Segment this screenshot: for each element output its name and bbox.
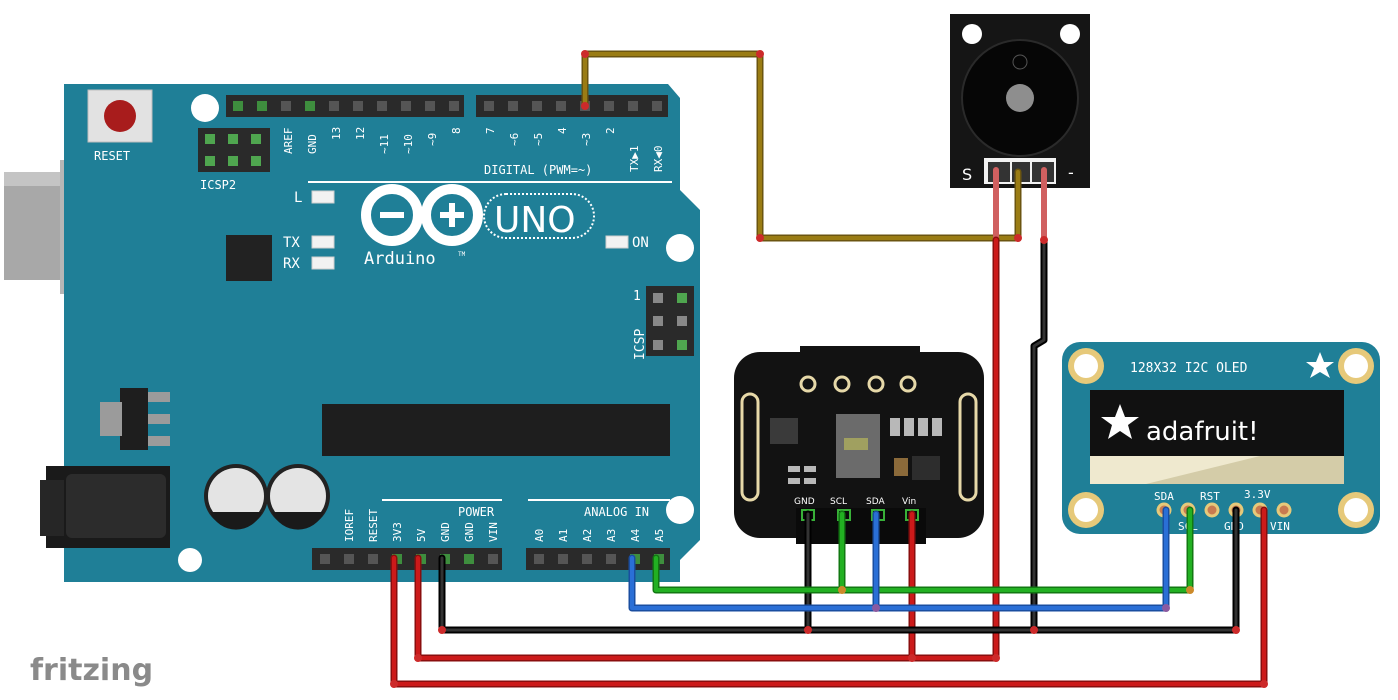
- led-on-label: ON: [632, 235, 649, 251]
- led-l: [311, 190, 335, 204]
- led-tx: [311, 235, 335, 249]
- pin-label: IOREF: [343, 509, 356, 542]
- icsp-pin1-label: 1: [633, 289, 641, 304]
- arduino-logo-icon: [361, 184, 483, 246]
- buzzer-signal-label: S: [962, 165, 972, 184]
- buzzer-minus-label: -: [1068, 163, 1074, 182]
- pin-label: TX▶1: [628, 146, 641, 173]
- mounting-hole: [178, 548, 202, 572]
- buzzer-module: S -: [950, 14, 1090, 188]
- pin-label: ~11: [378, 134, 391, 154]
- oled-pin-label: SDA: [1154, 490, 1174, 503]
- digital-header-label: DIGITAL (PWM=~): [484, 163, 592, 177]
- arduino-model-label: UNO: [494, 200, 576, 241]
- pin-label: 7: [484, 127, 497, 134]
- pin-label: A1: [557, 529, 570, 542]
- pulse-sensor-module: GND SCL SDA Vin: [734, 346, 984, 544]
- capacitor: [266, 464, 330, 530]
- arduino-uno-board: RESET ICSP2 AREF GND 13 12 ~11: [4, 84, 700, 582]
- oled-pin-label: RST: [1200, 490, 1220, 503]
- led-rx: [311, 256, 335, 270]
- icsp-label: ICSP: [633, 329, 648, 360]
- pin-label: GND: [463, 522, 476, 542]
- arduino-logo-text: Arduino: [364, 249, 436, 269]
- arduino-board-outline: [64, 84, 700, 582]
- oled-pin-label: VIN: [1270, 520, 1290, 533]
- mounting-hole: [666, 234, 694, 262]
- pin-label: AREF: [282, 128, 295, 155]
- led-tx-label: TX: [283, 235, 300, 251]
- sensor-pin-label: SDA: [866, 497, 885, 507]
- pin-label: 8: [450, 127, 463, 134]
- icsp2-label: ICSP2: [200, 178, 236, 192]
- oled-title: 128X32 I2C OLED: [1130, 361, 1248, 376]
- pin-label: ~5: [532, 133, 545, 146]
- mounting-hole: [1060, 24, 1080, 44]
- pin-label: ~9: [426, 133, 439, 146]
- pin-label: 13: [330, 127, 343, 140]
- reset-button-cap: [104, 100, 136, 132]
- oled-display-module: 128X32 I2C OLED adafruit! SDA RST 3.3V S…: [1062, 342, 1380, 534]
- mounting-hole: [191, 94, 219, 122]
- sensor-pin-label: Vin: [902, 497, 916, 507]
- wires: [390, 50, 1268, 688]
- sensor-pin-label: SCL: [830, 497, 847, 507]
- pin-label: A2: [581, 529, 594, 542]
- power-header-label: POWER: [458, 505, 495, 519]
- oled-screen-text: adafruit!: [1146, 417, 1259, 447]
- pin-label: ~6: [508, 133, 521, 146]
- reset-label: RESET: [94, 149, 130, 163]
- sensor-pin-label: GND: [794, 497, 815, 507]
- adafruit-flower-icon: [1306, 352, 1334, 378]
- pin-label: GND: [306, 134, 319, 154]
- adafruit-flower-icon: [1101, 404, 1139, 439]
- fritzing-watermark: fritzing: [30, 653, 153, 688]
- analog-header-label: ANALOG IN: [584, 505, 649, 519]
- oled-pin-label: 3.3V: [1244, 488, 1271, 501]
- voltage-regulator: [100, 388, 170, 450]
- pin-label: GND: [439, 522, 452, 542]
- led-l-label: L: [294, 190, 302, 206]
- pin-label: 4: [556, 127, 569, 134]
- analog-header: [526, 548, 670, 570]
- microcontroller-chip: [322, 404, 670, 456]
- chip: [226, 235, 272, 281]
- power-header: [312, 548, 502, 570]
- pin-label: RESET: [367, 509, 380, 542]
- pin-label: A3: [605, 529, 618, 542]
- pin-label: A4: [629, 528, 642, 542]
- digital-header-right: [476, 95, 668, 117]
- mounting-hole: [962, 24, 982, 44]
- pin-label: A0: [533, 529, 546, 542]
- pin-label: 2: [604, 127, 617, 134]
- led-on: [605, 235, 629, 249]
- pin-label: RX◀0: [652, 146, 665, 173]
- digital-header-left: [226, 95, 464, 117]
- led-rx-label: RX: [283, 256, 300, 272]
- pin-label: A5: [653, 529, 666, 542]
- pin-label: VIN: [487, 522, 500, 542]
- wire-endpoints: [390, 50, 1268, 688]
- pin-label: ~10: [402, 134, 415, 154]
- dc-power-jack: [40, 466, 170, 548]
- pin-label: 5V: [415, 528, 428, 542]
- capacitor: [204, 464, 268, 530]
- pin-label: 3V3: [391, 522, 404, 542]
- arduino-logo-tm: TM: [458, 251, 466, 258]
- pin-label: 12: [354, 127, 367, 140]
- mounting-hole: [666, 496, 694, 524]
- pin-label: ~3: [580, 133, 593, 146]
- oled-screen: [1090, 390, 1344, 456]
